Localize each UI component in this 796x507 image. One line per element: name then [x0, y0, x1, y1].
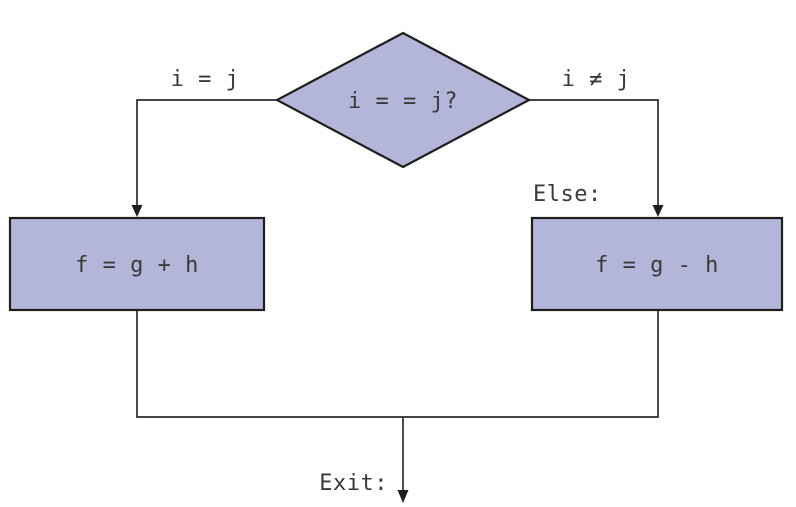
- connector-false-branch: [529, 99, 659, 207]
- then-box-label: f = g + h: [75, 253, 199, 278]
- connector-true-branch: [136, 99, 277, 207]
- false-branch-label: i ≠ j: [562, 67, 631, 92]
- else-annotation-label: Else:: [533, 182, 602, 207]
- decision-diamond: [274, 31, 532, 169]
- connector-merge: [136, 310, 659, 418]
- process-box-then: [8, 216, 266, 312]
- decision-label: i = = j?: [348, 89, 458, 114]
- arrowhead-down-true-icon: [131, 205, 143, 217]
- exit-label: Exit:: [319, 471, 388, 496]
- arrowhead-down-exit-icon: [397, 490, 409, 503]
- arrowhead-down-false-icon: [652, 205, 664, 217]
- else-box-label: f = g - h: [595, 253, 719, 278]
- true-branch-label: i = j: [171, 67, 240, 92]
- process-box-else: [530, 216, 784, 312]
